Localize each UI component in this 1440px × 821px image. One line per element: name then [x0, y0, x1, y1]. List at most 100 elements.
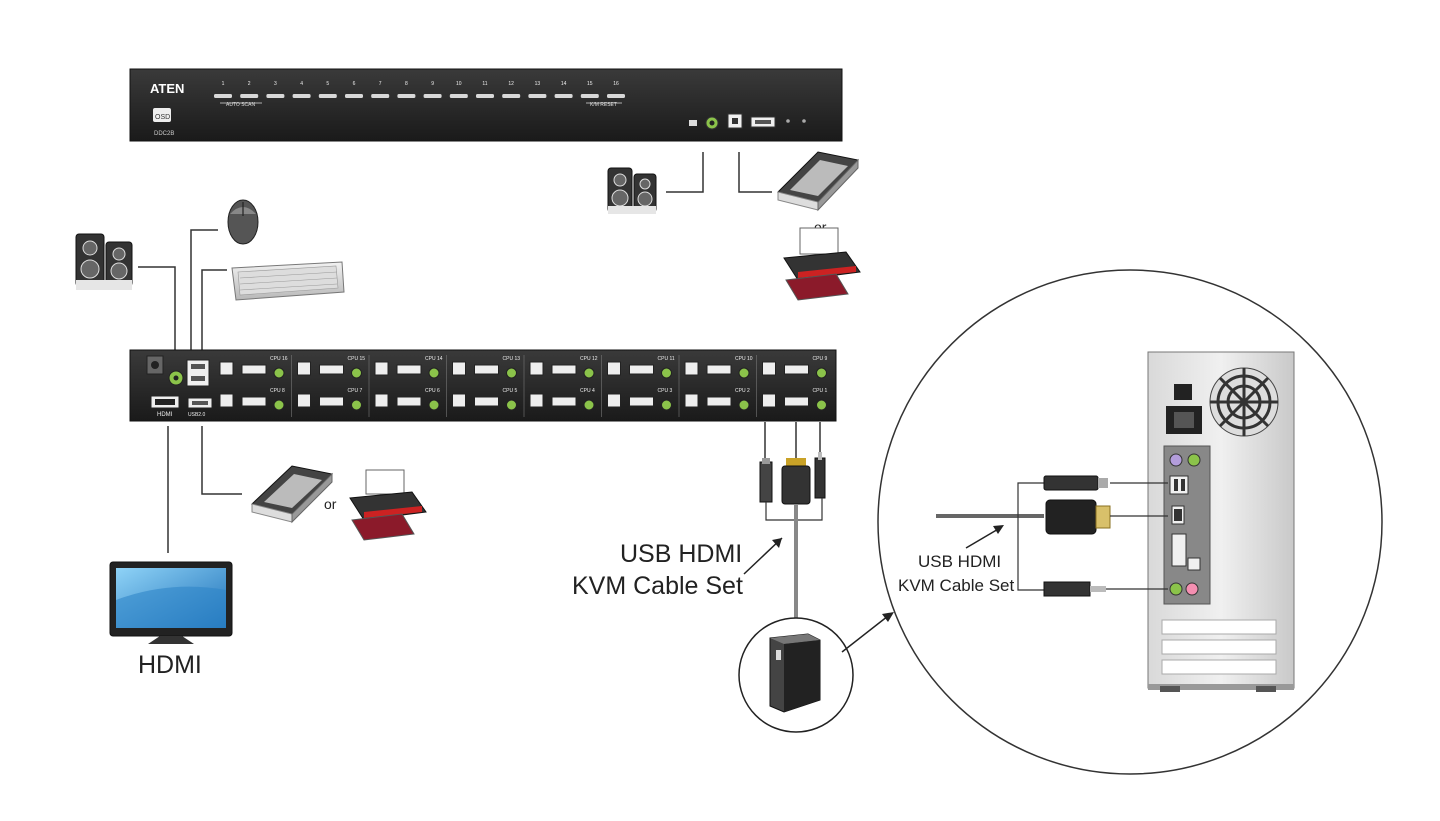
power-switch — [1174, 384, 1192, 400]
zoom-usb-plug — [1043, 475, 1099, 491]
cpu-usb-port — [684, 393, 699, 408]
cpu-audio-port — [661, 367, 672, 379]
cpu-port-label: CPU 12 — [580, 356, 598, 362]
cpu-audio-port — [506, 399, 517, 411]
front-port-button[interactable] — [476, 94, 494, 98]
keyboard-icon — [231, 261, 345, 301]
cpu-usb-port — [374, 361, 389, 376]
cpu-port-label: CPU 1 — [813, 388, 828, 394]
front-port-button[interactable] — [449, 94, 468, 98]
front-port-number: 9 — [431, 81, 434, 87]
front-port-number: 7 — [379, 81, 382, 87]
cpu-hdmi-port — [474, 396, 499, 407]
front-port-button[interactable] — [240, 94, 259, 98]
ps2-port-purple — [1169, 453, 1183, 467]
cpu-port-label: CPU 13 — [503, 356, 521, 362]
front-port-button[interactable] — [371, 94, 390, 98]
cpu-audio-port — [351, 399, 362, 411]
front-port-button[interactable] — [214, 94, 232, 98]
osd-icon: OSD — [153, 108, 171, 122]
pc-audio-pink — [1185, 582, 1199, 596]
mouse-icon — [227, 199, 259, 245]
aten-logo: ATEN — [150, 81, 184, 96]
console-usb-ports — [186, 359, 210, 387]
hdmi-port-label: HDMI — [157, 412, 173, 418]
cpu-usb-port — [529, 393, 544, 408]
expansion-slot-3 — [1161, 659, 1277, 675]
front-led-1 — [786, 119, 790, 123]
cpu-hdmi-port — [396, 364, 422, 375]
cpu-hdmi-port — [706, 364, 732, 375]
osd-label: OSD — [155, 114, 170, 121]
zoom-cable-label-line1: USB HDMI — [918, 552, 1002, 571]
cpu-usb-port — [297, 361, 311, 376]
zoom-audio-plug — [1043, 581, 1091, 597]
console-keyboard-line — [201, 269, 227, 352]
cable-set-label-line1: USB HDMI — [620, 540, 743, 568]
front-usb-line — [738, 152, 772, 193]
cpu-hdmi-port — [706, 396, 732, 407]
zoom-circle — [877, 269, 1383, 775]
console-mouse-line — [190, 229, 218, 352]
cpu-audio-port — [428, 367, 440, 379]
cpu-usb-port — [529, 361, 544, 376]
cpu-usb-port — [374, 393, 389, 408]
expansion-slot-2 — [1161, 639, 1277, 655]
cpu-port-label: CPU 5 — [503, 388, 518, 394]
cpu-hdmi-port — [629, 364, 654, 375]
front-port-button[interactable] — [607, 94, 625, 98]
cable-set-connectors — [759, 452, 826, 505]
front-port-button[interactable] — [266, 94, 285, 98]
front-port-button[interactable] — [580, 94, 599, 98]
front-port-button[interactable] — [554, 94, 573, 98]
cpu-audio-port — [583, 399, 595, 411]
ps2-port-green — [1187, 453, 1201, 467]
front-port-button[interactable] — [318, 94, 337, 98]
cpu-usb-port — [297, 393, 311, 408]
front-port-button[interactable] — [345, 94, 363, 98]
cpu-hdmi-port — [551, 396, 577, 407]
cpu-port-label: CPU 16 — [270, 356, 288, 362]
front-port-button[interactable] — [502, 94, 521, 98]
front-port-number: 15 — [587, 81, 593, 87]
front-port-button[interactable] — [292, 94, 311, 98]
cpu-usb-port — [607, 393, 621, 408]
front-port-number: 5 — [326, 81, 329, 87]
cpu-usb-port — [452, 393, 466, 408]
front-port-button[interactable] — [423, 94, 442, 98]
front-port-number: 3 — [274, 81, 277, 87]
front-port-button[interactable] — [397, 94, 416, 98]
front-port-button[interactable] — [528, 94, 547, 98]
hdmi-plug-tip — [786, 458, 806, 466]
cpu-port-label: CPU 6 — [425, 388, 440, 394]
pc-ethernet-port — [1187, 557, 1201, 571]
front-port-number: 8 — [405, 81, 408, 87]
speakers-console-icon — [75, 233, 133, 290]
cpu-port-label: CPU 15 — [348, 356, 366, 362]
cable-set-label-line2: KVM Cable Set — [572, 572, 743, 600]
usb-plug — [759, 461, 773, 503]
computer-tower-rear — [1147, 351, 1295, 692]
cpu-hdmi-port — [629, 396, 654, 407]
cpu-hdmi-port — [551, 364, 577, 375]
expansion-slot-1 — [1161, 619, 1277, 635]
front-port-number: 1 — [222, 81, 225, 87]
console-audio-line — [138, 266, 176, 352]
pc-audio-green — [1169, 582, 1183, 596]
cpu-usb-port — [607, 361, 621, 376]
cpu-usb-port — [684, 361, 699, 376]
scanner-rear-icon — [250, 465, 334, 524]
cpu-audio-port — [506, 367, 517, 379]
cpu-audio-port — [661, 399, 672, 411]
front-switch — [689, 120, 697, 126]
zoom-cable-label-line2: KVM Cable Set — [898, 576, 1015, 595]
cpu-audio-port — [738, 367, 750, 379]
front-led-2 — [802, 119, 806, 123]
cpu-port-label: CPU 8 — [270, 388, 285, 394]
